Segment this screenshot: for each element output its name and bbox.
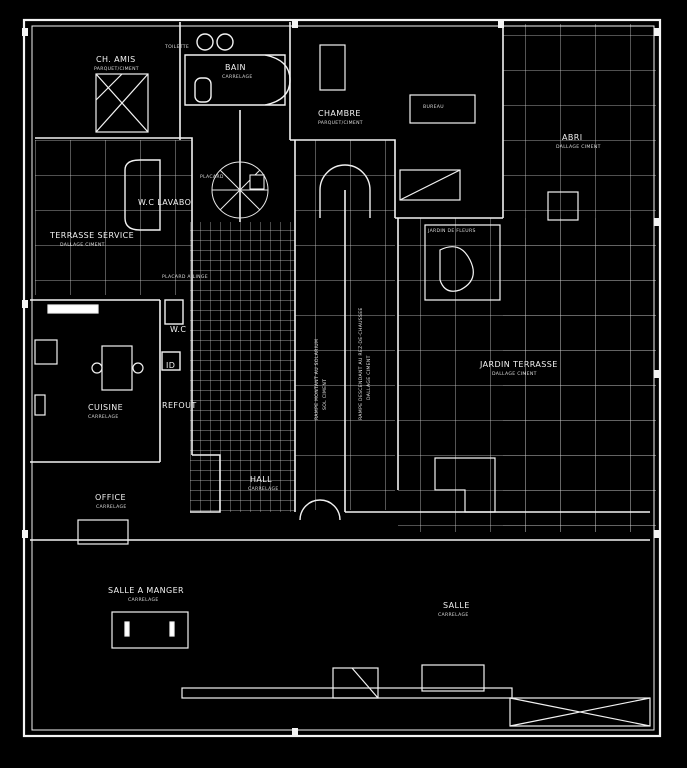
wc-lavabo-label: W.C LAVABO [138, 198, 191, 207]
terrasse-service-paving [35, 140, 192, 295]
ramp-1-floor: SOL CIMENT [322, 379, 328, 410]
chambre-amis-floor: PARQUET/CIMENT [94, 66, 139, 72]
bain-label: BAIN [225, 63, 246, 72]
living-furniture [111, 611, 651, 727]
bureau-label: BUREAU [423, 104, 444, 110]
ramp-arch [299, 164, 371, 521]
bath-fixtures [124, 33, 291, 371]
spiral-stair [211, 161, 269, 219]
terrasse-service-label: TERRASSE SERVICE [49, 231, 134, 240]
kitchen-furniture [34, 304, 144, 545]
salle-floor: CARRELAGE [438, 612, 469, 618]
wc-label: W.C [170, 325, 186, 334]
hall-floor: CARRELAGE [248, 486, 279, 492]
cuisine-floor: CARRELAGE [88, 414, 119, 420]
abri-floor: DALLAGE CIMENT [556, 144, 601, 150]
jardin-terrasse-paving [398, 218, 656, 532]
ramp-2-label: RAMPE DESCENDANT AU REZ-DE-CHAUSSEE [358, 307, 364, 420]
toilette-label: TOILETTE [164, 44, 189, 50]
room-labels: CH. AMIS PARQUET/CIMENT TOILETTE BAIN CA… [49, 44, 601, 618]
structural-columns [22, 20, 660, 736]
salle-a-manger-label: SALLE A MANGER [108, 586, 184, 595]
refout-label: REFOUT [162, 401, 197, 410]
jardin-terrasse-floor: DALLAGE CIMENT [492, 371, 537, 377]
flower-beds [424, 224, 501, 513]
abri-label: ABRI [562, 133, 582, 142]
id-label: ID [166, 361, 175, 370]
placard-label: PLACARD [200, 174, 224, 180]
office-floor: CARRELAGE [96, 504, 127, 510]
bain-floor: CARRELAGE [222, 74, 253, 80]
jardin-fleurs-label: JARDIN DE FLEURS [427, 228, 476, 234]
hall-tiles [190, 222, 295, 512]
salle-label: SALLE [443, 601, 470, 610]
hall-label: HALL [250, 475, 272, 484]
chambre-label: CHAMBRE [318, 109, 361, 118]
ramp-1-label: RAMPE MONTANT AU SOLARIUM [314, 339, 320, 420]
bedroom-furniture [95, 44, 579, 221]
terrasse-service-floor: DALLAGE CIMENT [60, 242, 105, 248]
jardin-terrasse-label: JARDIN TERRASSE [479, 360, 558, 369]
ramp-2-floor: DALLAGE CIMENT [366, 355, 372, 400]
office-label: OFFICE [95, 493, 126, 502]
cuisine-label: CUISINE [88, 403, 123, 412]
chambre-floor: PARQUET/CIMENT [318, 120, 363, 126]
salle-a-manger-floor: CARRELAGE [128, 597, 159, 603]
placard-linge-label: PLACARD A LINGE [162, 274, 208, 280]
chambre-amis-label: CH. AMIS [96, 55, 136, 64]
